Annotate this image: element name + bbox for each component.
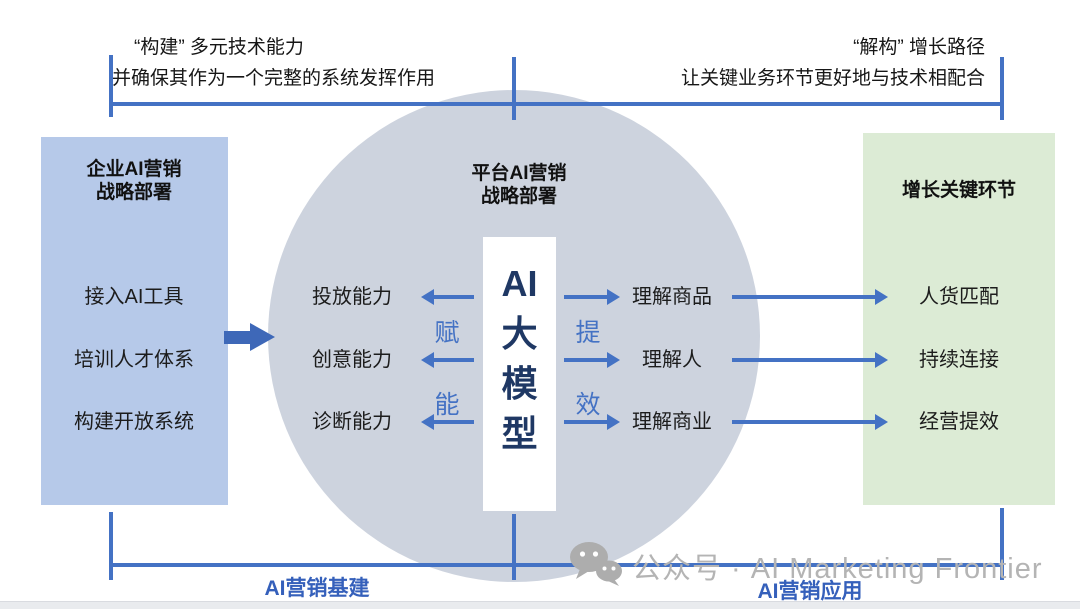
capability-item: 投放能力 bbox=[312, 286, 392, 308]
ai-model-char: 型 bbox=[501, 413, 538, 454]
enterprise-to-platform-arrow bbox=[224, 323, 275, 351]
model-to-insight-arrow bbox=[564, 352, 620, 368]
enterprise-box-title-line2: 战略部署 bbox=[95, 182, 173, 203]
ai-model-char: 大 bbox=[501, 313, 538, 354]
growth-box bbox=[863, 133, 1055, 505]
ai-model-char: AI bbox=[501, 263, 538, 304]
top-right-annotation-line1: “解构” 增长路径 bbox=[853, 37, 985, 58]
enterprise-box-title-line1: 企业AI营销 bbox=[86, 159, 182, 180]
top-left-annotation-line2: 并确保其作为一个完整的系统发挥作用 bbox=[112, 68, 436, 89]
enterprise-box bbox=[41, 137, 228, 505]
bottom-bracket-tick-right bbox=[1000, 508, 1004, 580]
arrow-shaft bbox=[434, 295, 474, 299]
model-to-insight-arrow bbox=[564, 414, 620, 430]
top-bracket-tick-center bbox=[512, 57, 516, 120]
ai-model-box: AI 大 模 型 bbox=[483, 237, 556, 511]
top-bracket-tick-left bbox=[109, 55, 113, 117]
platform-title-line1: 平台AI营销 bbox=[471, 163, 567, 184]
enterprise-item: 培训人才体系 bbox=[74, 349, 194, 371]
arrow-head bbox=[607, 289, 620, 305]
enterprise-item: 接入AI工具 bbox=[84, 286, 184, 308]
top-left-annotation-line1: “构建” 多元技术能力 bbox=[134, 37, 304, 58]
arrow-shaft bbox=[732, 295, 875, 299]
model-to-capability-arrow bbox=[421, 289, 474, 305]
efficiency-caption-char: 提 bbox=[575, 319, 601, 347]
arrow-head bbox=[607, 414, 620, 430]
empower-caption-char: 赋 bbox=[434, 319, 460, 347]
arrow-shaft bbox=[564, 420, 607, 424]
watermark: 公众号 · AI Marketing Frontier bbox=[568, 540, 1043, 591]
arrow-shaft bbox=[434, 420, 474, 424]
growth-box-title: 增长关键环节 bbox=[901, 180, 1017, 201]
insight-item: 理解商品 bbox=[632, 286, 712, 308]
insight-to-growth-arrow bbox=[732, 414, 888, 430]
arrow-shaft bbox=[732, 420, 875, 424]
bottom-bracket-tick-center bbox=[512, 514, 516, 580]
arrow-shaft bbox=[224, 330, 250, 344]
arrow-shaft bbox=[564, 295, 607, 299]
arrow-head bbox=[875, 352, 888, 368]
bottom-right-label: AI营销应用 bbox=[757, 580, 863, 603]
platform-title-line2: 战略部署 bbox=[480, 186, 558, 207]
capability-item: 诊断能力 bbox=[312, 411, 392, 433]
insight-item: 理解商业 bbox=[632, 411, 712, 433]
bottom-bracket-line bbox=[110, 563, 1003, 567]
arrow-head bbox=[875, 414, 888, 430]
wechat-icon bbox=[568, 540, 624, 591]
top-bracket-tick-right bbox=[1000, 57, 1004, 120]
enterprise-item: 构建开放系统 bbox=[74, 411, 194, 433]
growth-item: 持续连接 bbox=[919, 349, 999, 371]
efficiency-caption-char: 效 bbox=[575, 391, 601, 419]
bottom-bracket-tick-left bbox=[109, 512, 113, 580]
arrow-shaft bbox=[434, 358, 474, 362]
bottom-strip bbox=[0, 601, 1080, 609]
insight-to-growth-arrow bbox=[732, 352, 888, 368]
insight-to-growth-arrow bbox=[732, 289, 888, 305]
bottom-left-label: AI营销基建 bbox=[264, 577, 370, 600]
arrow-head bbox=[607, 352, 620, 368]
top-right-annotation-line2: 让关键业务环节更好地与技术相配合 bbox=[680, 68, 985, 89]
capability-item: 创意能力 bbox=[312, 349, 392, 371]
arrow-head bbox=[250, 323, 275, 351]
model-to-insight-arrow bbox=[564, 289, 620, 305]
arrow-shaft bbox=[564, 358, 607, 362]
top-bracket-line bbox=[110, 102, 1003, 106]
arrow-head bbox=[421, 352, 434, 368]
arrow-head bbox=[875, 289, 888, 305]
ai-model-char: 模 bbox=[501, 363, 538, 404]
insight-item: 理解人 bbox=[642, 349, 702, 371]
growth-item: 经营提效 bbox=[919, 411, 999, 433]
model-to-capability-arrow bbox=[421, 414, 474, 430]
arrow-shaft bbox=[732, 358, 875, 362]
model-to-capability-arrow bbox=[421, 352, 474, 368]
empower-caption-char: 能 bbox=[434, 391, 460, 419]
arrow-head bbox=[421, 414, 434, 430]
arrow-head bbox=[421, 289, 434, 305]
growth-item: 人货匹配 bbox=[919, 286, 999, 308]
watermark-text: 公众号 · AI Marketing Frontier bbox=[632, 552, 1043, 585]
